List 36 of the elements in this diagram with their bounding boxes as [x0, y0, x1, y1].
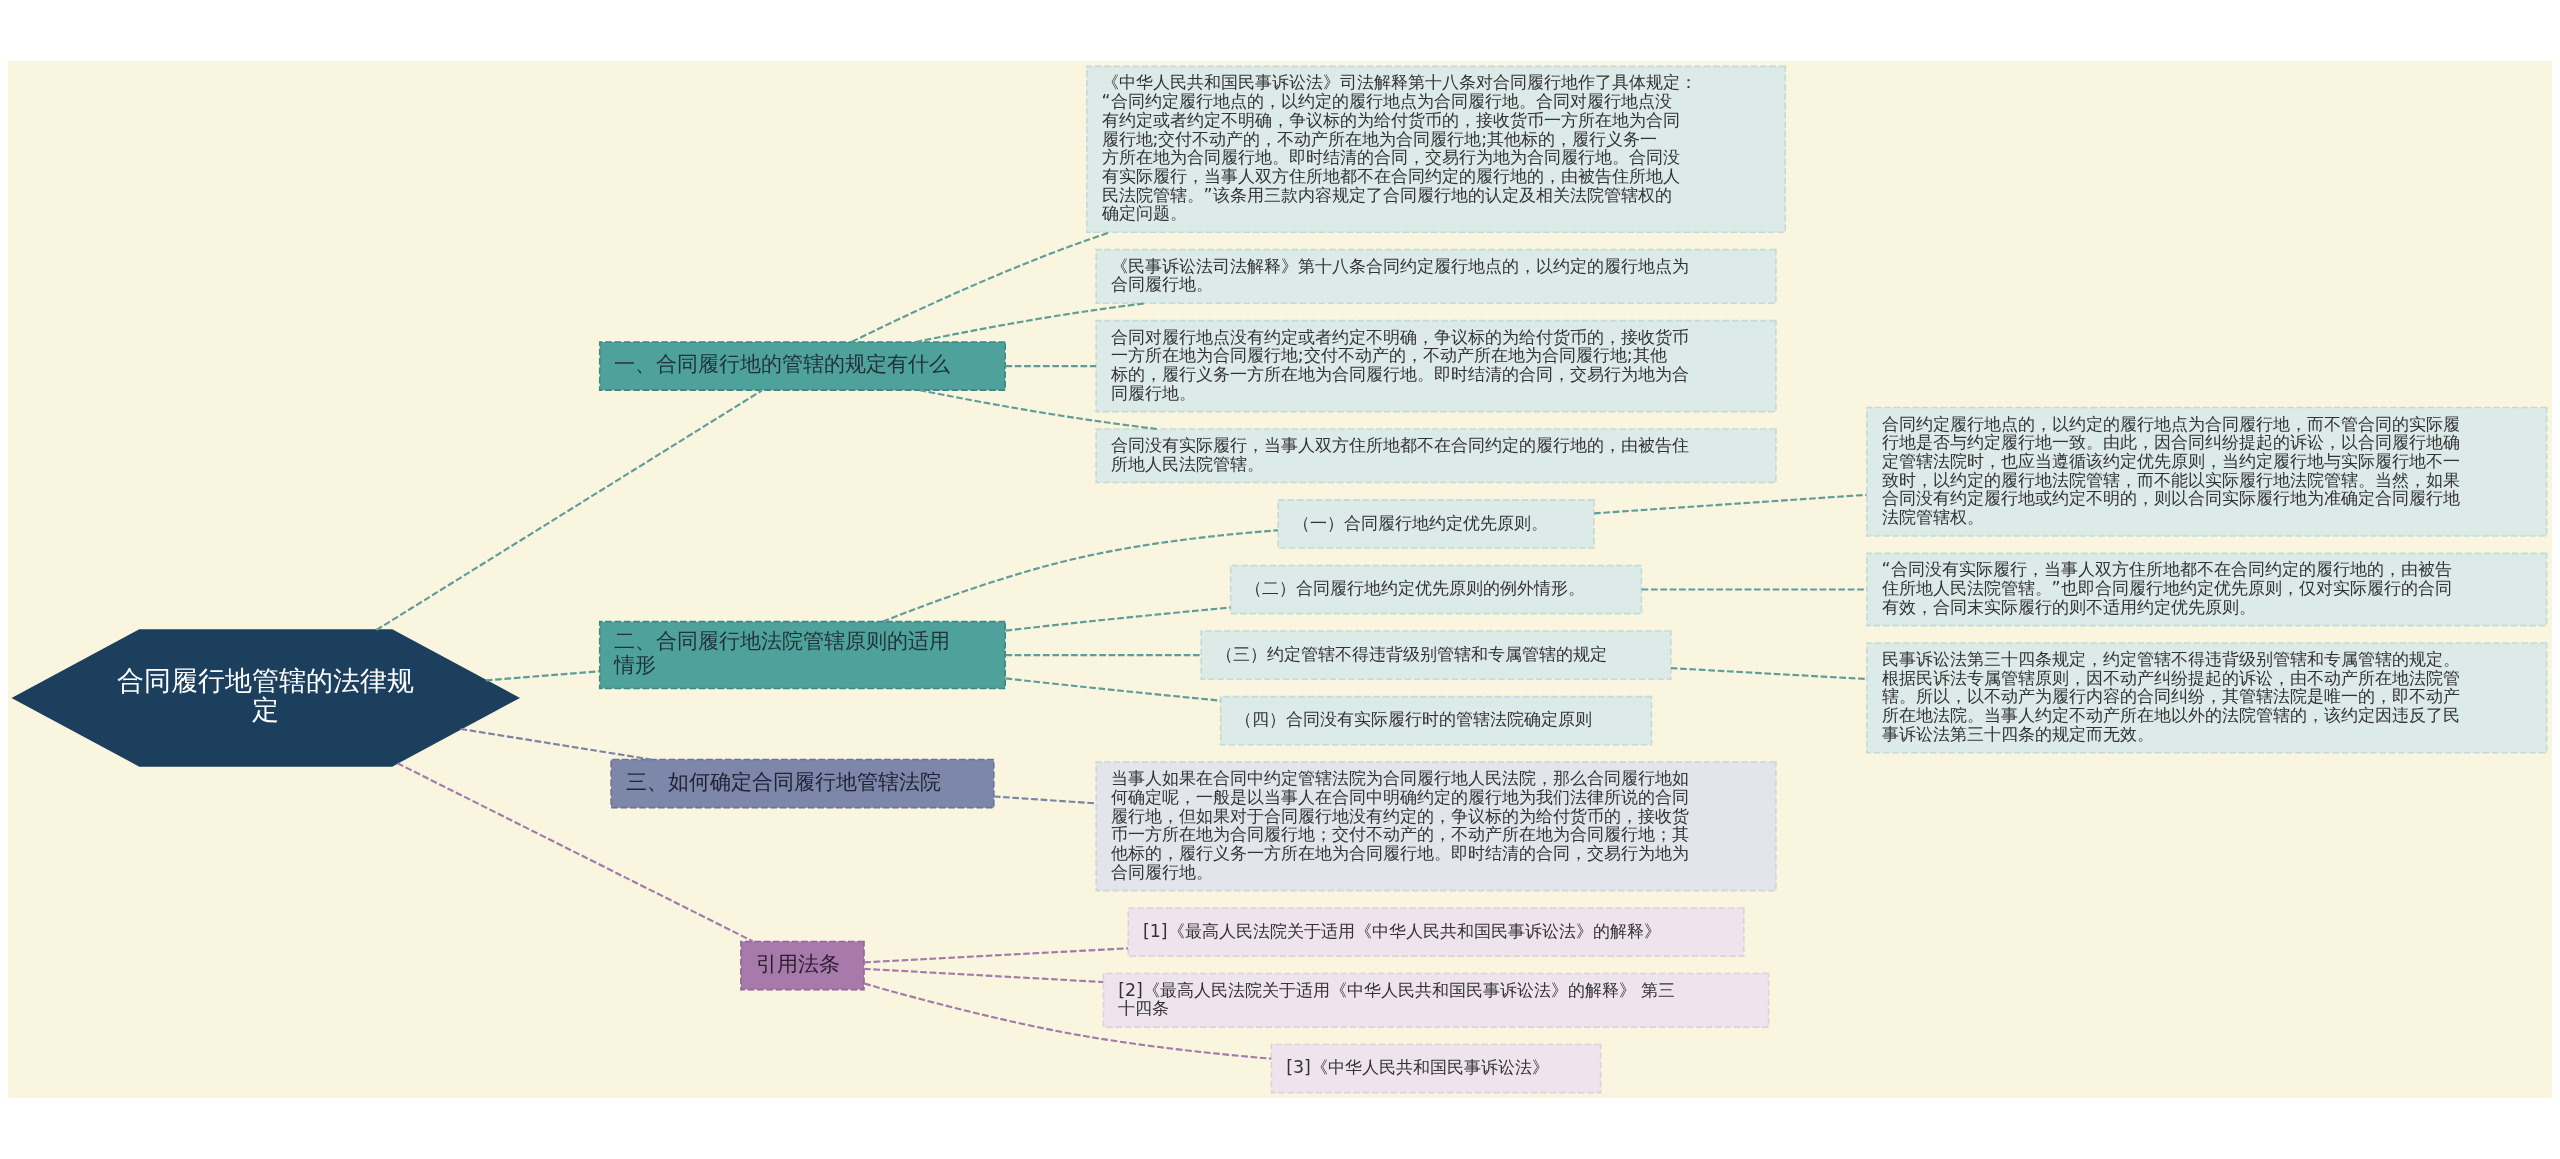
connector — [864, 947, 1129, 964]
connector — [864, 967, 1104, 984]
connector — [1670, 667, 1867, 681]
node-box: [2]《最高人民法院关于适用《中华人民共和国民事诉讼法》的解释》 第三十四条 — [1102, 972, 1770, 1028]
node-box: （一）合同履行地约定优先原则。 — [1277, 499, 1595, 549]
node-box: 合同没有实际履行，当事人双方住所地都不在合同约定的履行地的，由被告住所地人民法院管辖。 — [1095, 428, 1777, 484]
connector — [1005, 606, 1231, 632]
connector — [1005, 365, 1096, 368]
connector — [919, 389, 1157, 430]
connector — [1005, 654, 1201, 657]
node-box: 当事人如果在合同中约定管辖法院为合同履行地人民法院，那么合同履行地如何确定呢，一般是以当事人在合同中明确约定的履行地为我们法律所说的合同履行地，但如果对于合同履行地没有约定的，争议标的为给付货币的，接收货币一方所在地为合同履行地；交付不动产的，不动产所在地为合同履行地；其他标的，履行义务一方所在地为合同履行地。即时结清的合同，交易行为地为合同履行地。 — [1095, 761, 1777, 892]
connector — [396, 762, 754, 943]
node-box: “合同没有实际履行，当事人双方住所地都不在合同约定的履行地的，由被告住所地人民法院管辖。”也即合同履行地约定优先原则，仅对实际履行的合同有效，合同末实际履行的则不适用约定优先原则。 — [1866, 552, 2548, 627]
node-box: [1]《最高人民法院关于适用《中华人民共和国民事诉讼法》的解释》 — [1127, 907, 1745, 957]
node-box: 合同对履行地点没有约定或者约定不明确，争议标的为给付货币的，接收货币一方所在地为合同履行地;交付不动产的，不动产所在地为合同履行地;其他标的，履行义务一方所在地为合同履行地。即时结清的合同，交易行为地为合同履行地。 — [1095, 319, 1777, 413]
connector — [485, 670, 600, 682]
node-box: 《中华人民共和国民事诉讼法》司法解释第十八条对合同履行地作了具体规定：“合同约定履行地点的，以约定的履行地点为合同履行地。合同对履行地点没有约定或者约定不明确，争议标的为给付货币的，接收货币一方所在地为合同履行地;交付不动产的，不动产所在地为合同履行地;其他标的，履行义务一方所在地为合同履行地。即时结清的合同，交易行为地为合同履行地。合同没有实际履行，当事人双方住所地都不在合同约定的履行地的，由被告住所地人民法院管辖。”该条用三款内容规定了合同履行地的认定及相关法院管辖权的确定问题。 — [1086, 65, 1787, 234]
node-box: 民事诉讼法第三十四条规定，约定管辖不得违背级别管辖和专属管辖的规定。根据民诉法专属管辖原则，因不动产纠纷提起的诉讼，由不动产所在地法院管辖。所以，以不动产为履行内容的合同纠纷，其管辖法院是唯一的，即不动产所在地法院。当事人约定不动产所在地以外的法院管辖的，该约定因违反了民事诉讼法第三十四条的规定而无效。 — [1866, 642, 2548, 754]
connector — [1641, 588, 1867, 591]
node-box: 一、合同履行地的管辖的规定有什么 — [598, 341, 1006, 391]
node-box: 二、合同履行地法院管辖原则的适用情形 — [598, 620, 1006, 690]
connector — [864, 982, 1272, 1060]
connector — [375, 389, 763, 631]
connector — [882, 529, 1279, 623]
node-box: 引用法条 — [740, 940, 865, 991]
node-box: （四）合同没有实际履行时的管辖法院确定原则 — [1219, 695, 1653, 746]
connector — [460, 727, 652, 761]
node-box: [3]《中华人民共和国民事诉讼法》 — [1270, 1043, 1602, 1094]
node-box: （二）合同履行地约定优先原则的例外情形。 — [1229, 564, 1643, 615]
node-box: 合同约定履行地点的，以约定的履行地点为合同履行地，而不管合同的实际履行地是否与约定履行地一致。由此，因合同纠纷提起的诉讼，以合同履行地确定管辖法院时，也应当遵循该约定优先原则，当约定履行地与实际履行地不一致时，以约定的履行地法院管辖，而不能以实际履行地法院管辖。当然，如果合同没有约定履行地或约定不明的，则以合同实际履行地为准确定合同履行地法院管辖权。 — [1866, 406, 2548, 537]
node-box: 《民事诉讼法司法解释》第十八条合同约定履行地点的，以约定的履行地点为合同履行地。 — [1095, 248, 1777, 304]
node-box: （三）约定管辖不得违背级别管辖和专属管辖的规定 — [1200, 630, 1672, 680]
connector — [993, 795, 1097, 805]
node-box: 三、如何确定合同履行地管辖法院 — [610, 758, 995, 809]
connector — [1594, 493, 1867, 515]
connector — [915, 302, 1147, 343]
